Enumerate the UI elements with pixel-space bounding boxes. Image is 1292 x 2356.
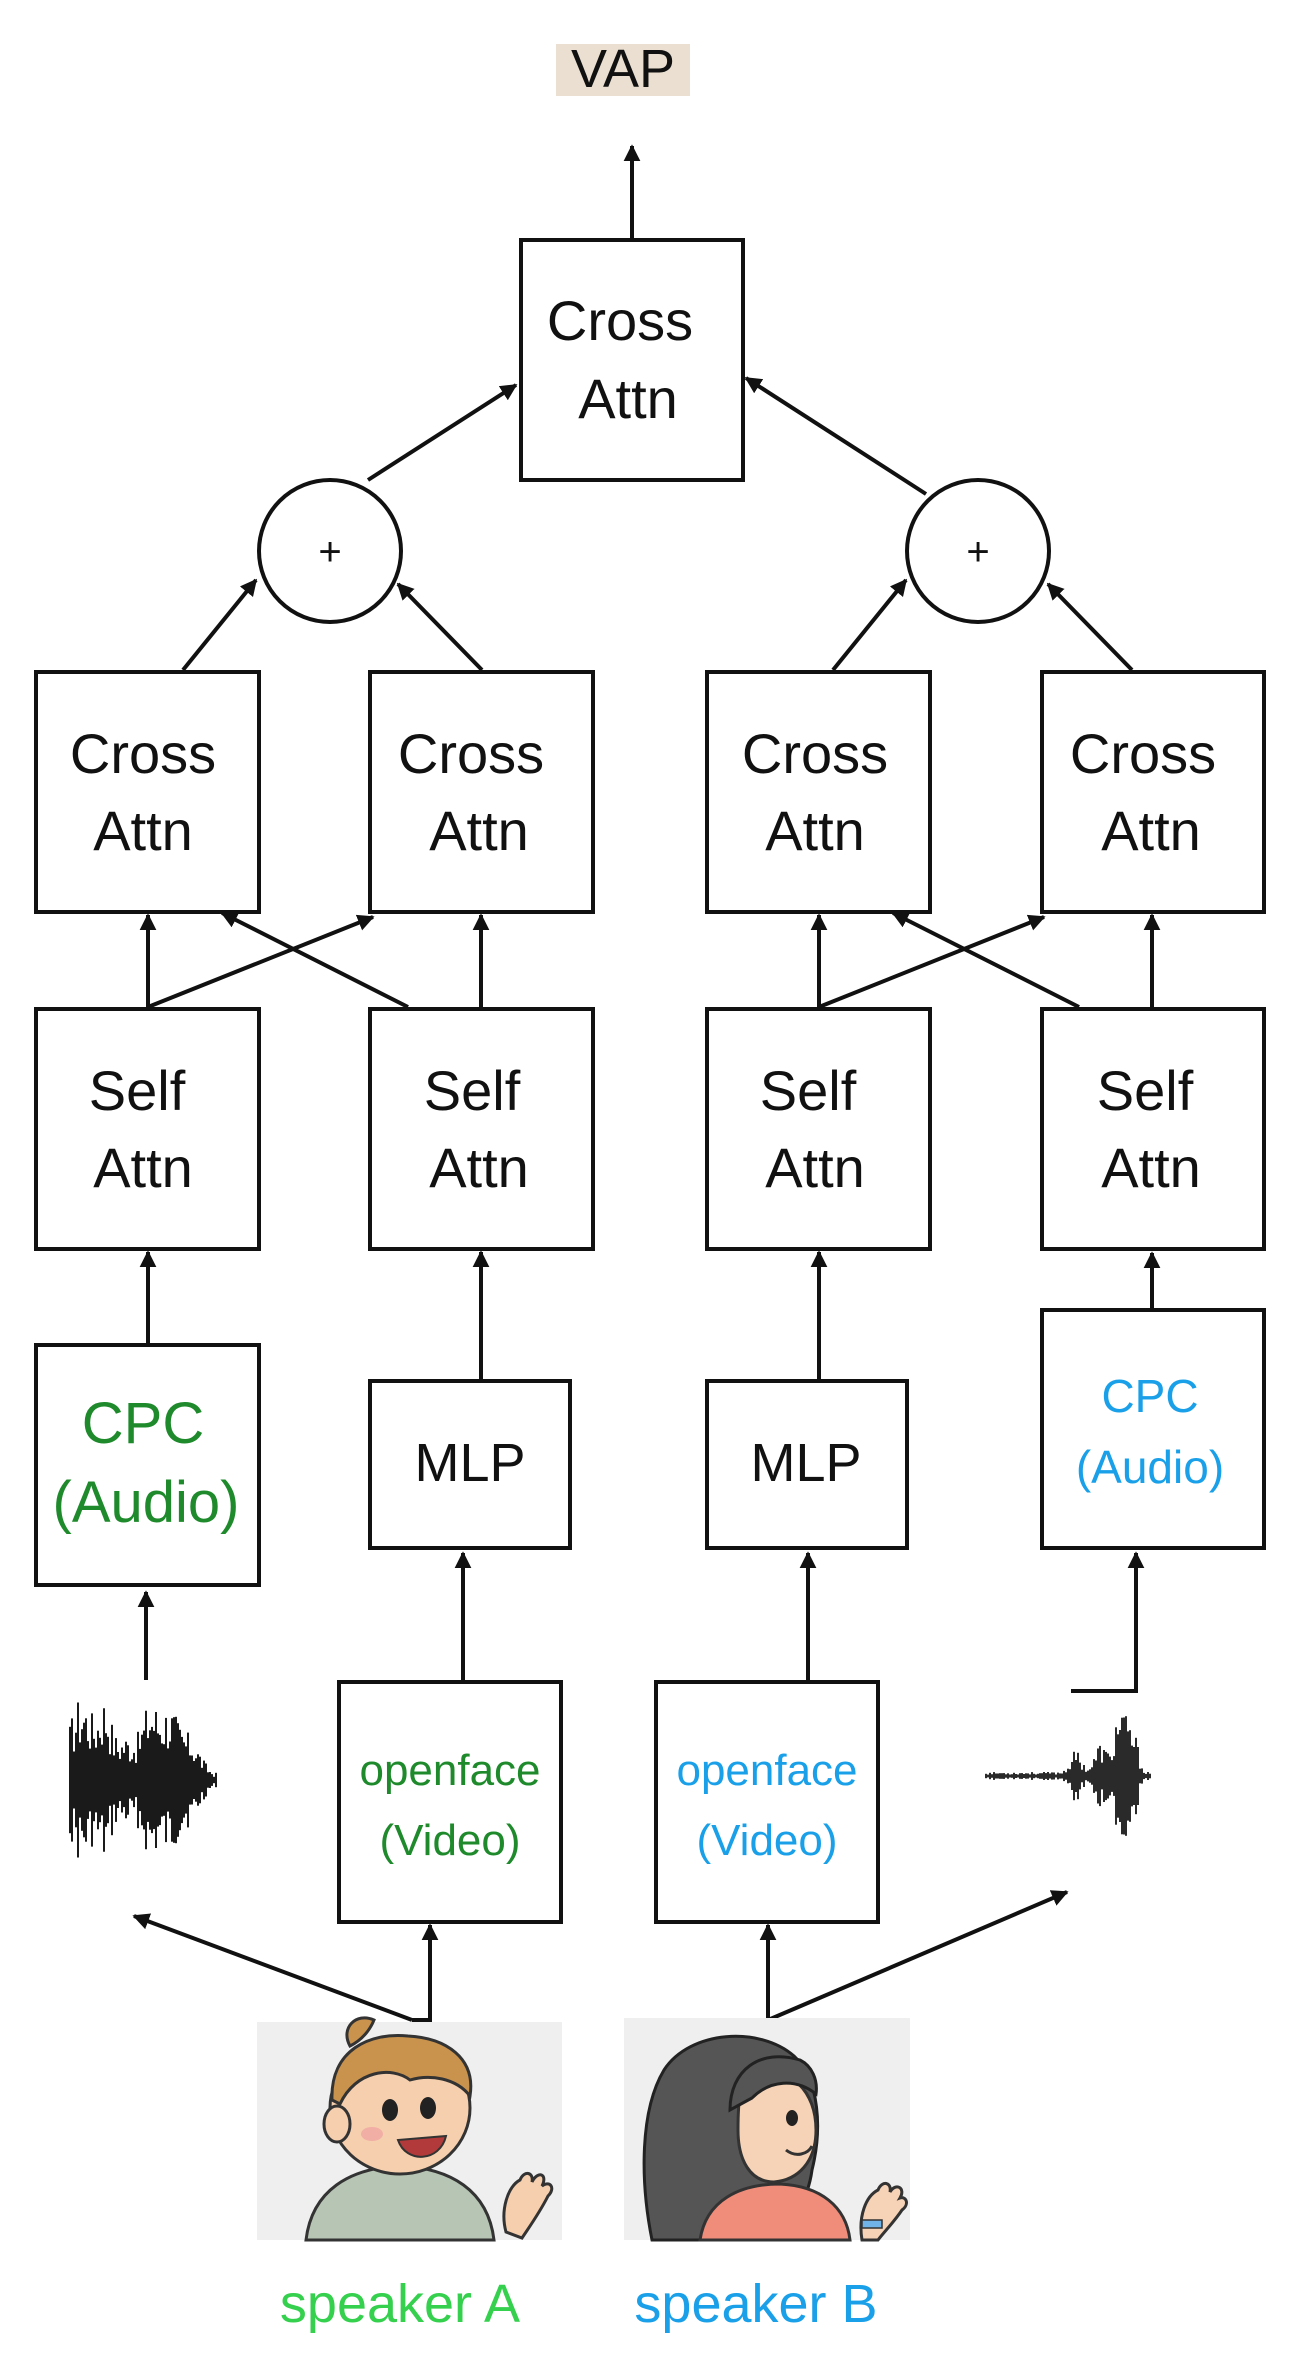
block-label-line2: (Audio)	[1076, 1441, 1224, 1493]
vap-title-highlight	[556, 44, 690, 96]
block-label-line1: CPC	[1101, 1370, 1198, 1422]
block-label-line2: Attn	[765, 799, 865, 862]
edge-speaker-a-to-wave-a	[132, 1913, 413, 2022]
edges	[132, 144, 1161, 2022]
edge-cross3-to-plus-right	[831, 578, 908, 672]
vap-output: VAP	[556, 39, 690, 99]
openface-video-block-speaker-a: openface (Video)	[337, 1680, 563, 1924]
block-label-line2: Attn	[93, 1136, 193, 1199]
cpc-audio-block-speaker-b: CPC (Audio)	[1040, 1308, 1266, 1550]
self-attn-block-1: Self Attn	[34, 1007, 261, 1251]
block-label-line1: Self	[1097, 1059, 1194, 1122]
edge-plus-left-to-top-cross	[366, 383, 518, 482]
block-label-line1: Self	[424, 1059, 521, 1122]
block-label: MLP	[750, 1433, 861, 1493]
self-attn-block-3: Self Attn	[705, 1007, 932, 1251]
girl-avatar-icon	[624, 2018, 910, 2242]
block-label-line1: Cross	[742, 722, 888, 785]
edge-plus-right-to-top-cross	[744, 376, 928, 496]
block-label-line1: Cross	[1070, 722, 1216, 785]
edge-self4-to-cross3	[891, 911, 1080, 1009]
block-label-line1: Self	[89, 1059, 186, 1122]
block-label: MLP	[414, 1433, 525, 1493]
top-cross-attn-block: Cross Attn	[519, 238, 745, 482]
mlp-block-speaker-b: MLP	[705, 1379, 909, 1550]
block-label-line1: openface	[359, 1746, 540, 1795]
block-label-line1: openface	[676, 1746, 857, 1795]
cross-attn-block-4: Cross Attn	[1040, 670, 1266, 914]
edge-self3-to-cross4	[818, 914, 1046, 1009]
plus-node-right: +	[905, 478, 1051, 624]
block-label-line1: Cross	[398, 722, 544, 785]
edge-cross2-to-plus-left	[396, 582, 484, 672]
block-label-line1: Cross	[547, 289, 693, 352]
block-label-line2: Attn	[1101, 1136, 1201, 1199]
block-label-line2: Attn	[1101, 799, 1201, 862]
plus-sign: +	[318, 530, 341, 574]
block-label-line2: Attn	[765, 1136, 865, 1199]
cpc-audio-block-speaker-a: CPC (Audio)	[34, 1343, 261, 1587]
edge-self1-to-cross2	[147, 914, 375, 1009]
self-attn-block-4: Self Attn	[1040, 1007, 1266, 1251]
block-label-line2: (Audio)	[53, 1470, 240, 1535]
speaker-a-label: speaker A	[280, 2274, 520, 2334]
vap-title: VAP	[571, 39, 675, 99]
edge-cross4-to-plus-right	[1046, 582, 1134, 672]
block-label-line2: (Video)	[696, 1816, 837, 1865]
plus-sign: +	[966, 530, 989, 574]
edge-self2-to-cross1	[220, 911, 409, 1009]
openface-video-block-speaker-b: openface (Video)	[654, 1680, 880, 1924]
audio-waveform-icon	[69, 1702, 217, 1858]
boy-avatar-icon	[257, 2016, 562, 2242]
block-label-line2: Attn	[93, 799, 193, 862]
audio-waveform-icon	[985, 1716, 1151, 1836]
block-label-line1: Cross	[70, 722, 216, 785]
block-label-line2: Attn	[429, 799, 529, 862]
block-label-line1: CPC	[82, 1391, 204, 1456]
edge-speaker-b-to-wave-b	[767, 1890, 1069, 2022]
block-label-line2: Attn	[578, 367, 678, 430]
plus-node-left: +	[257, 478, 403, 624]
edge-wave-b-to-cpc-b	[1071, 1551, 1145, 1693]
speaker-b-label: speaker B	[634, 2274, 877, 2334]
edge-cross1-to-plus-left	[181, 578, 258, 672]
mlp-block-speaker-a: MLP	[368, 1379, 572, 1550]
cross-attn-block-3: Cross Attn	[705, 670, 932, 914]
self-attn-block-2: Self Attn	[368, 1007, 595, 1251]
block-label-line2: Attn	[429, 1136, 529, 1199]
cross-attn-block-2: Cross Attn	[368, 670, 595, 914]
block-label-line2: (Video)	[379, 1816, 520, 1865]
block-label-line1: Self	[760, 1059, 857, 1122]
cross-attn-block-1: Cross Attn	[34, 670, 261, 914]
edge-speaker-a-to-openface-a	[412, 1923, 439, 2022]
